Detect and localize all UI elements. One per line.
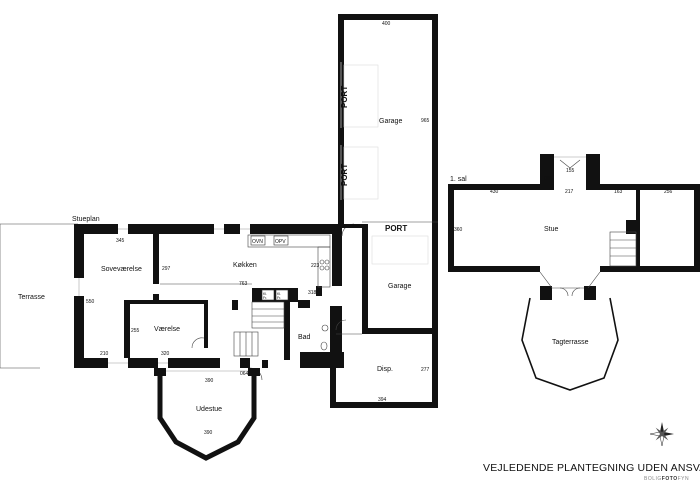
- dim-bay-b: 155: [566, 168, 575, 174]
- dim-kok-width: 763: [239, 281, 248, 287]
- fixture-opv: OPV: [275, 239, 286, 245]
- garage-small: [342, 221, 438, 334]
- dim-udestue-depth: 390: [204, 430, 213, 436]
- dim-stue-left: 430: [490, 189, 499, 195]
- disp-room: [330, 333, 438, 408]
- room-label-sovevaerelse: Soveværelse: [101, 266, 142, 273]
- dim-stue-far: 256: [664, 189, 673, 195]
- room-label-garage-small: Garage: [388, 283, 411, 290]
- dim-garage-depth: 965: [421, 118, 430, 124]
- dim-disp-width: 394: [378, 397, 387, 403]
- dim-kok-depth: 297: [162, 266, 171, 272]
- room-label-stue: Stue: [544, 226, 559, 233]
- room-label-tagterrasse: Tagterrasse: [552, 339, 589, 346]
- room-label-terrasse: Terrasse: [18, 294, 45, 301]
- fixture-fridge-a: Kl.Fr.: [263, 292, 267, 300]
- dim-garage-width: 400: [382, 21, 391, 27]
- dim-stue-mid: 217: [565, 189, 574, 195]
- room-label-garage-long: Garage: [379, 118, 402, 125]
- fixture-ovn: OVN: [252, 239, 263, 245]
- dim-sov-bottom: 210: [100, 351, 109, 357]
- room-label-udestue: Udestue: [196, 406, 222, 413]
- floor-label-first: 1. sal: [450, 176, 467, 183]
- room-label-disp: Disp.: [377, 366, 393, 373]
- first-floor-walls: [448, 154, 700, 391]
- room-label-vaerelse: Værelse: [154, 326, 180, 333]
- floor-label-ground: Stueplan: [72, 216, 100, 223]
- dim-sov-depth: 550: [86, 299, 95, 305]
- udestue-bay: [154, 368, 260, 461]
- dim-sov-width: 345: [116, 238, 125, 244]
- room-label-kokken: Køkken: [233, 262, 257, 269]
- fixture-fridge-b: Kl.Fr.: [277, 292, 281, 300]
- dim-disp-depth: 277: [421, 367, 430, 373]
- dim-bay-a: 095: [544, 176, 553, 182]
- terrace-area: Terrasse: [0, 223, 78, 369]
- dim-stue-right: 163: [614, 189, 623, 195]
- dim-vaer-width: 320: [161, 351, 170, 357]
- ground-floor-walls: [74, 224, 344, 406]
- dim-vaer-depth: 255: [131, 328, 140, 334]
- brand-logo: BOLIGFOTOFYN: [644, 476, 689, 482]
- disclaimer-title: VEJLEDENDE PLANTEGNING UDEN ANSVAR: [483, 462, 700, 474]
- dim-entry: 064: [240, 371, 249, 377]
- dim-kok-right: 223: [311, 263, 320, 269]
- dim-kok-right-b: 318: [308, 290, 317, 296]
- garage-long: [338, 14, 438, 224]
- dim-udestue-top: 390: [205, 378, 214, 384]
- compass-rose-icon: [649, 422, 674, 447]
- dim-stue-depth: 360: [454, 227, 463, 233]
- room-label-bad: Bad: [298, 334, 311, 341]
- port-label-mid: PORT: [340, 164, 349, 186]
- port-label-top: PORT: [340, 86, 349, 108]
- port-label-side: PORT: [385, 224, 407, 233]
